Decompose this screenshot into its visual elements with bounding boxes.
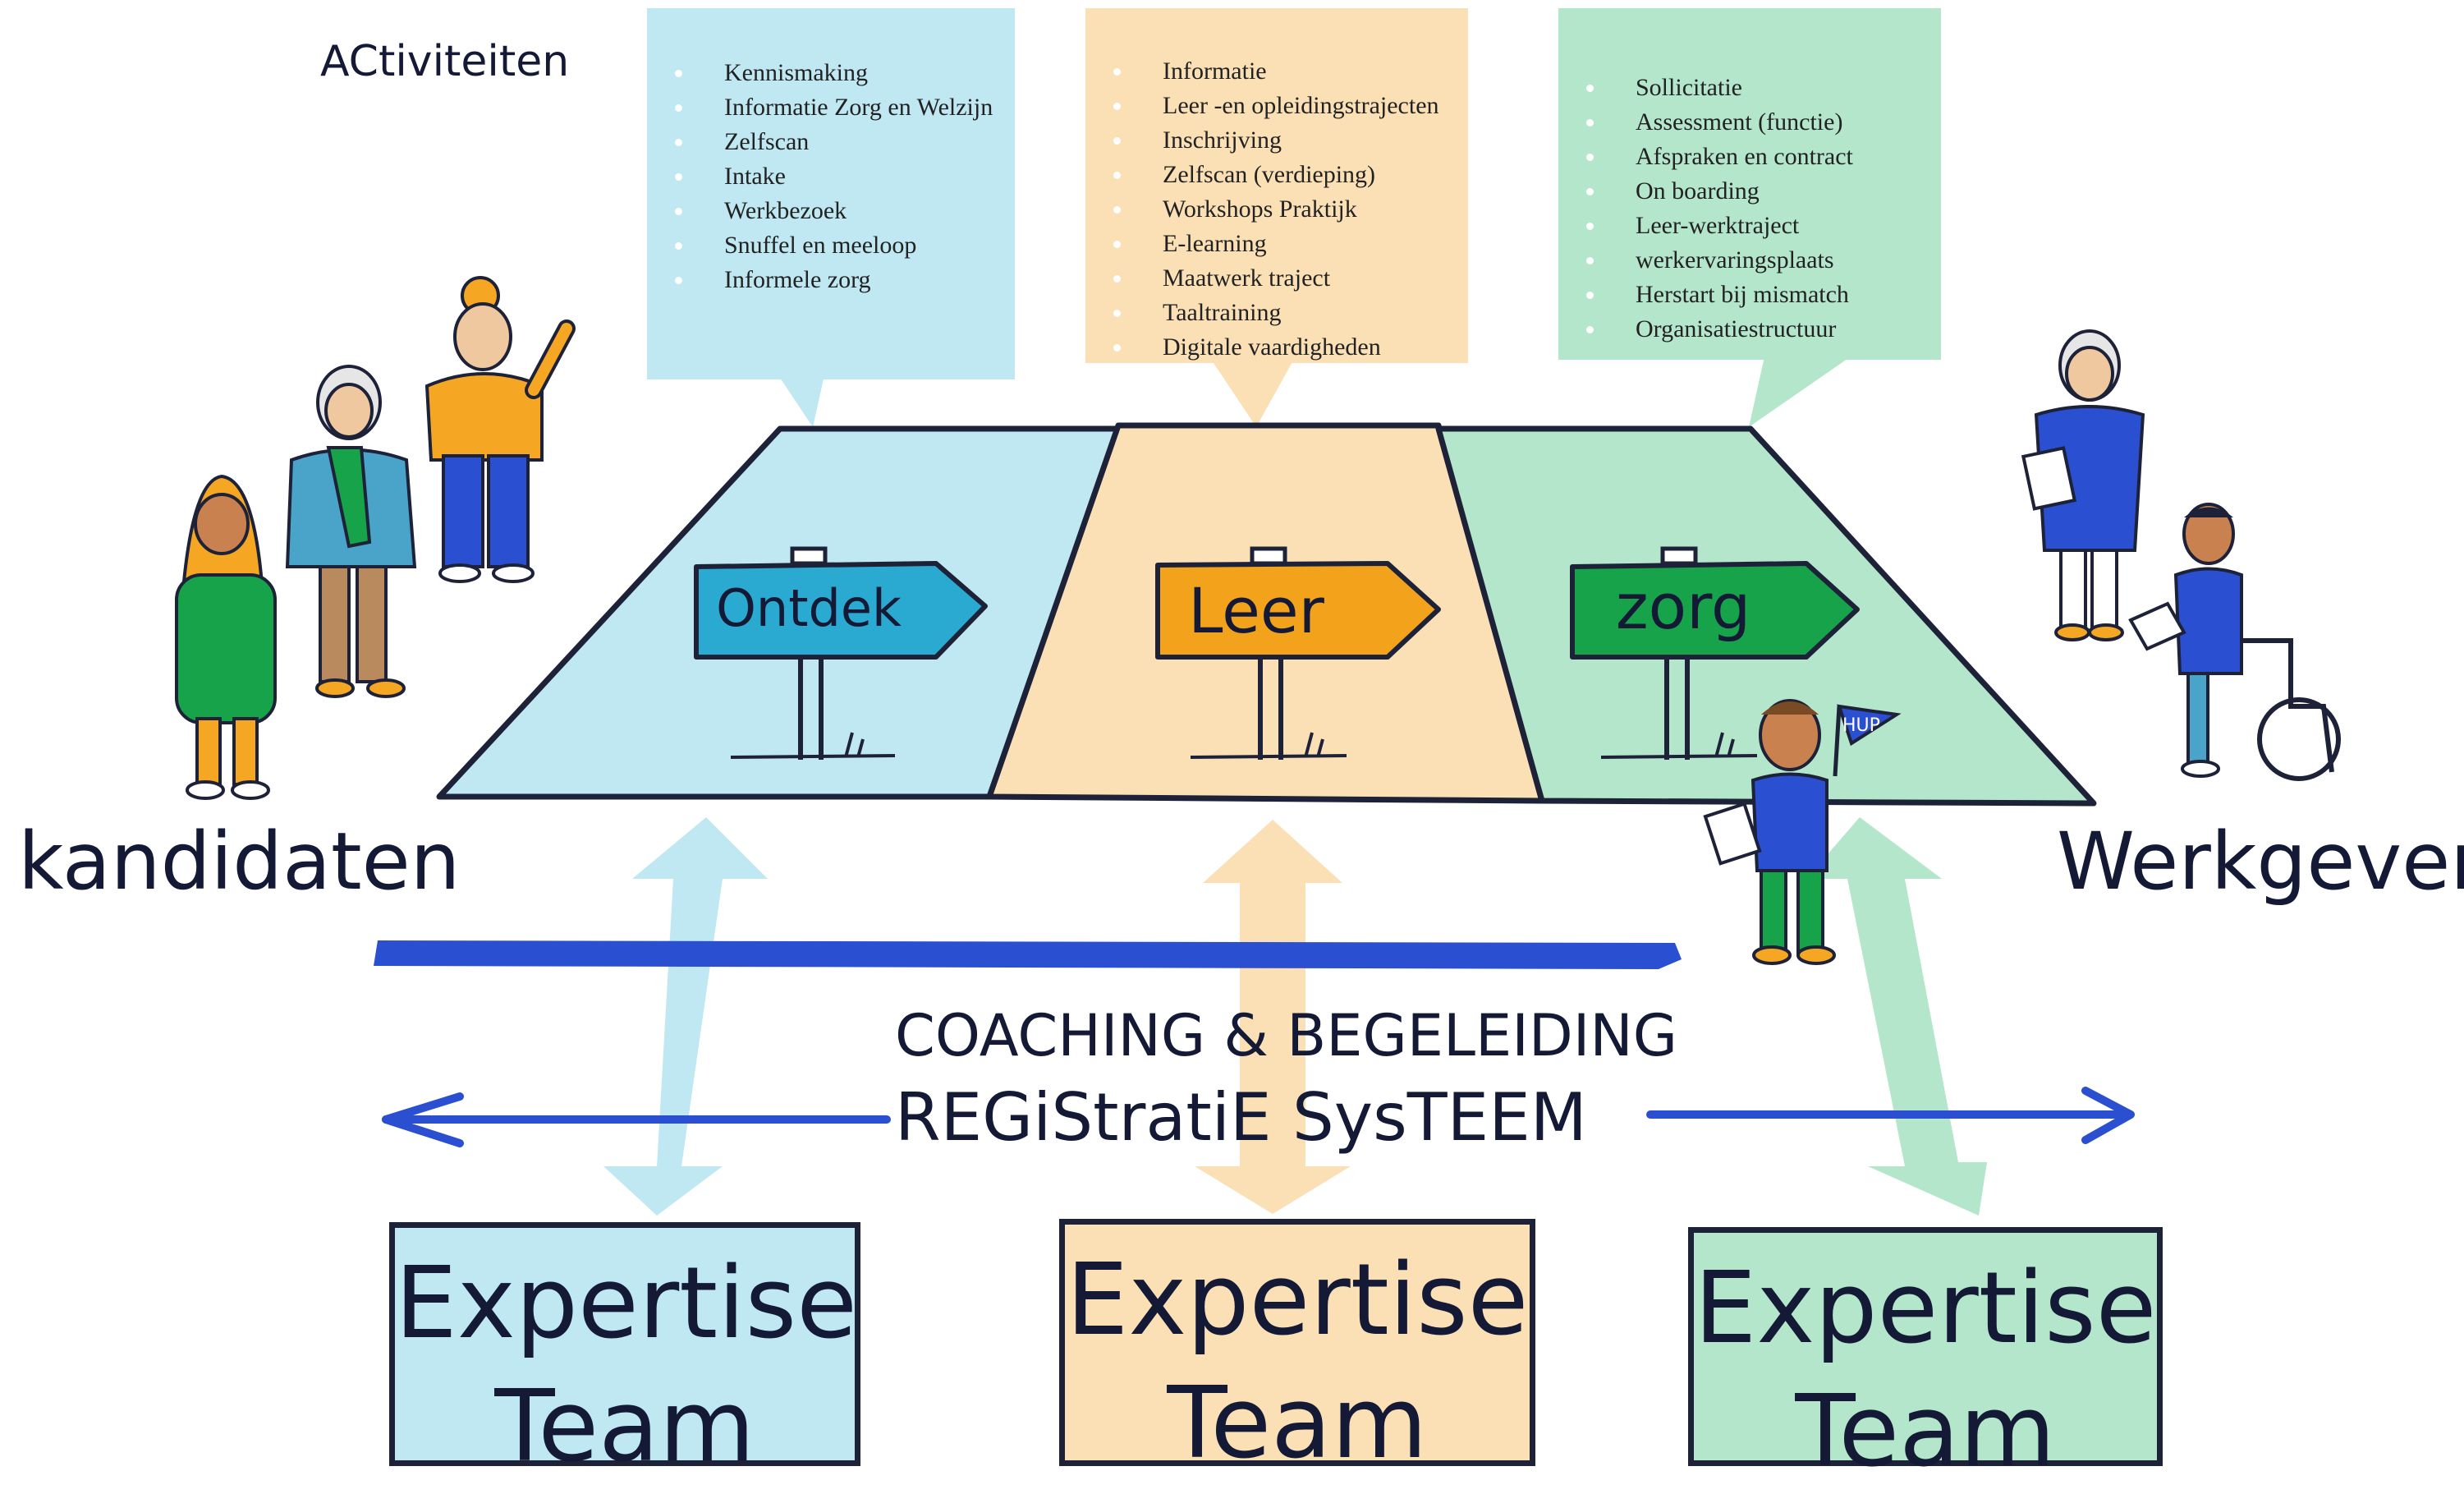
sign-label-zorg: zorg xyxy=(1616,570,1751,643)
team-line1: Expertise xyxy=(395,1247,857,1361)
team-line1: Expertise xyxy=(1066,1243,1529,1358)
activity-item: Zelfscan (verdieping) xyxy=(1104,158,1452,192)
vertical-arrow-leer xyxy=(1195,820,1351,1214)
activity-item: Snuffel en meeloop xyxy=(665,228,998,263)
activity-item: Sollicitatie xyxy=(1576,71,1925,105)
vertical-arrow-ontdek xyxy=(603,817,768,1216)
activity-item: Digitale vaardigheden xyxy=(1104,330,1452,365)
activities-bubble-ontdek: Kennismaking Informatie Zorg en Welzijn … xyxy=(647,8,1015,379)
activities-bubble-leer: Informatie Leer -en opleidingstrajecten … xyxy=(1085,8,1468,363)
team-line2: Team xyxy=(1795,1375,2056,1489)
werkgevers-label: Werkgevers xyxy=(2057,816,2464,908)
activity-item: Organisatiestructuur xyxy=(1576,312,1925,347)
activity-item: Afspraken en contract xyxy=(1576,140,1925,174)
activity-item: Workshops Praktijk xyxy=(1104,192,1452,227)
flag-text: HUP xyxy=(1842,715,1880,736)
activity-item: Informatie Zorg en Welzijn xyxy=(665,90,998,125)
activity-item: Kennismaking xyxy=(665,56,998,90)
activity-item: Maatwerk traject xyxy=(1104,261,1452,296)
activities-bubble-zorg: Sollicitatie Assessment (functie) Afspra… xyxy=(1558,8,1941,360)
activity-item: werkervaringsplaats xyxy=(1576,243,1925,278)
team-line1: Expertise xyxy=(1694,1252,2157,1366)
activity-item: Assessment (functie) xyxy=(1576,105,1925,140)
signpost-zorg: zorg xyxy=(1570,546,1860,760)
activity-item: Informele zorg xyxy=(665,263,998,297)
kandidaten-label: kandidaten xyxy=(18,816,461,908)
person-hijab-icon xyxy=(175,474,277,800)
activity-item: On boarding xyxy=(1576,174,1925,209)
registratie-arrow xyxy=(382,1087,2135,1147)
person-flag-icon: HUP xyxy=(1703,699,1902,965)
expertise-team-zorg: Expertise Team xyxy=(1688,1227,2163,1489)
team-line2: Team xyxy=(494,1370,755,1484)
person-elderly-icon xyxy=(285,365,417,698)
team-line2: Team xyxy=(1167,1367,1428,1481)
signpost-leer: Leer xyxy=(1155,546,1441,760)
activity-item: Werkbezoek xyxy=(665,194,998,228)
vertical-arrow-zorg xyxy=(1806,817,1987,1216)
expertise-team-leer: Expertise Team xyxy=(1059,1219,1535,1481)
activity-item: Zelfscan xyxy=(665,125,998,159)
sign-label-ontdek: Ontdek xyxy=(716,578,902,638)
bubble-tail-zorg xyxy=(1749,353,1856,427)
signpost-ontdek: Ontdek xyxy=(694,546,988,760)
activity-item: Intake xyxy=(665,159,998,194)
coaching-label: COACHING & BEGELEIDING xyxy=(895,1002,1677,1069)
expertise-team-ontdek: Expertise Team xyxy=(389,1222,860,1484)
activity-item: E-learning xyxy=(1104,227,1452,261)
activity-item: Informatie xyxy=(1104,54,1452,89)
blue-band xyxy=(374,940,1682,969)
person-nurse-clipboard-icon xyxy=(2021,329,2145,641)
registratie-label: REGiStratiE SysTEEM xyxy=(895,1079,1587,1156)
sign-label-leer: Leer xyxy=(1188,574,1325,647)
bubble-tail-leer xyxy=(1207,353,1297,427)
activiteiten-heading: ACtiviteiten xyxy=(320,37,569,86)
activity-item: Taaltraining xyxy=(1104,296,1452,330)
activity-item: Herstart bij mismatch xyxy=(1576,278,1925,312)
person-waving-icon xyxy=(424,276,576,583)
activity-item: Inschrijving xyxy=(1104,123,1452,158)
person-caregiver-wheelchair-icon xyxy=(2128,503,2341,781)
activity-item: Leer -en opleidingstrajecten xyxy=(1104,89,1452,123)
activity-item: Leer-werktraject xyxy=(1576,209,1925,243)
